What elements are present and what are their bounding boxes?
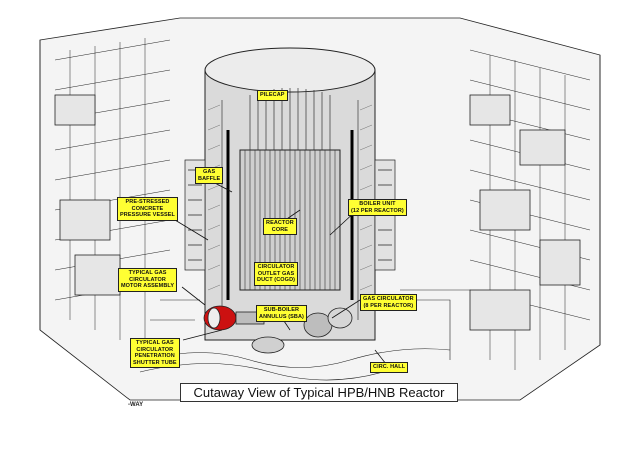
label-pressure-vessel: PRE-STRESSED CONCRETE PRESSURE VESSEL <box>117 197 178 221</box>
label-circulator-outlet-duct: CIRCULATOR OUTLET GAS DUCT (COGD) <box>254 262 299 286</box>
label-boiler-unit: BOILER UNIT (12 PER REACTOR) <box>348 199 407 216</box>
pipework <box>139 289 470 381</box>
label-gas-baffle: GAS BAFFLE <box>195 167 224 184</box>
label-reactor-core: REACTOR CORE <box>263 218 297 235</box>
way-mark: -WAY <box>128 402 144 408</box>
label-sub-boiler-annulus: SUB-BOILER ANNULUS (SBA) <box>256 305 307 322</box>
label-motor-assembly: TYPICAL GAS CIRCULATOR MOTOR ASSEMBLY <box>118 268 178 292</box>
label-penetration-shutter-tube: TYPICAL GAS CIRCULATOR PENETRATION SHUTT… <box>130 338 180 368</box>
label-pilecap: PILECAP <box>257 90 288 101</box>
figure-caption: Cutaway View of Typical HPB/HNB Reactor <box>180 383 458 402</box>
label-circ-hall: CIRC. HALL <box>370 362 409 373</box>
label-gas-circulator: GAS CIRCULATOR (8 PER REACTOR) <box>360 294 417 311</box>
